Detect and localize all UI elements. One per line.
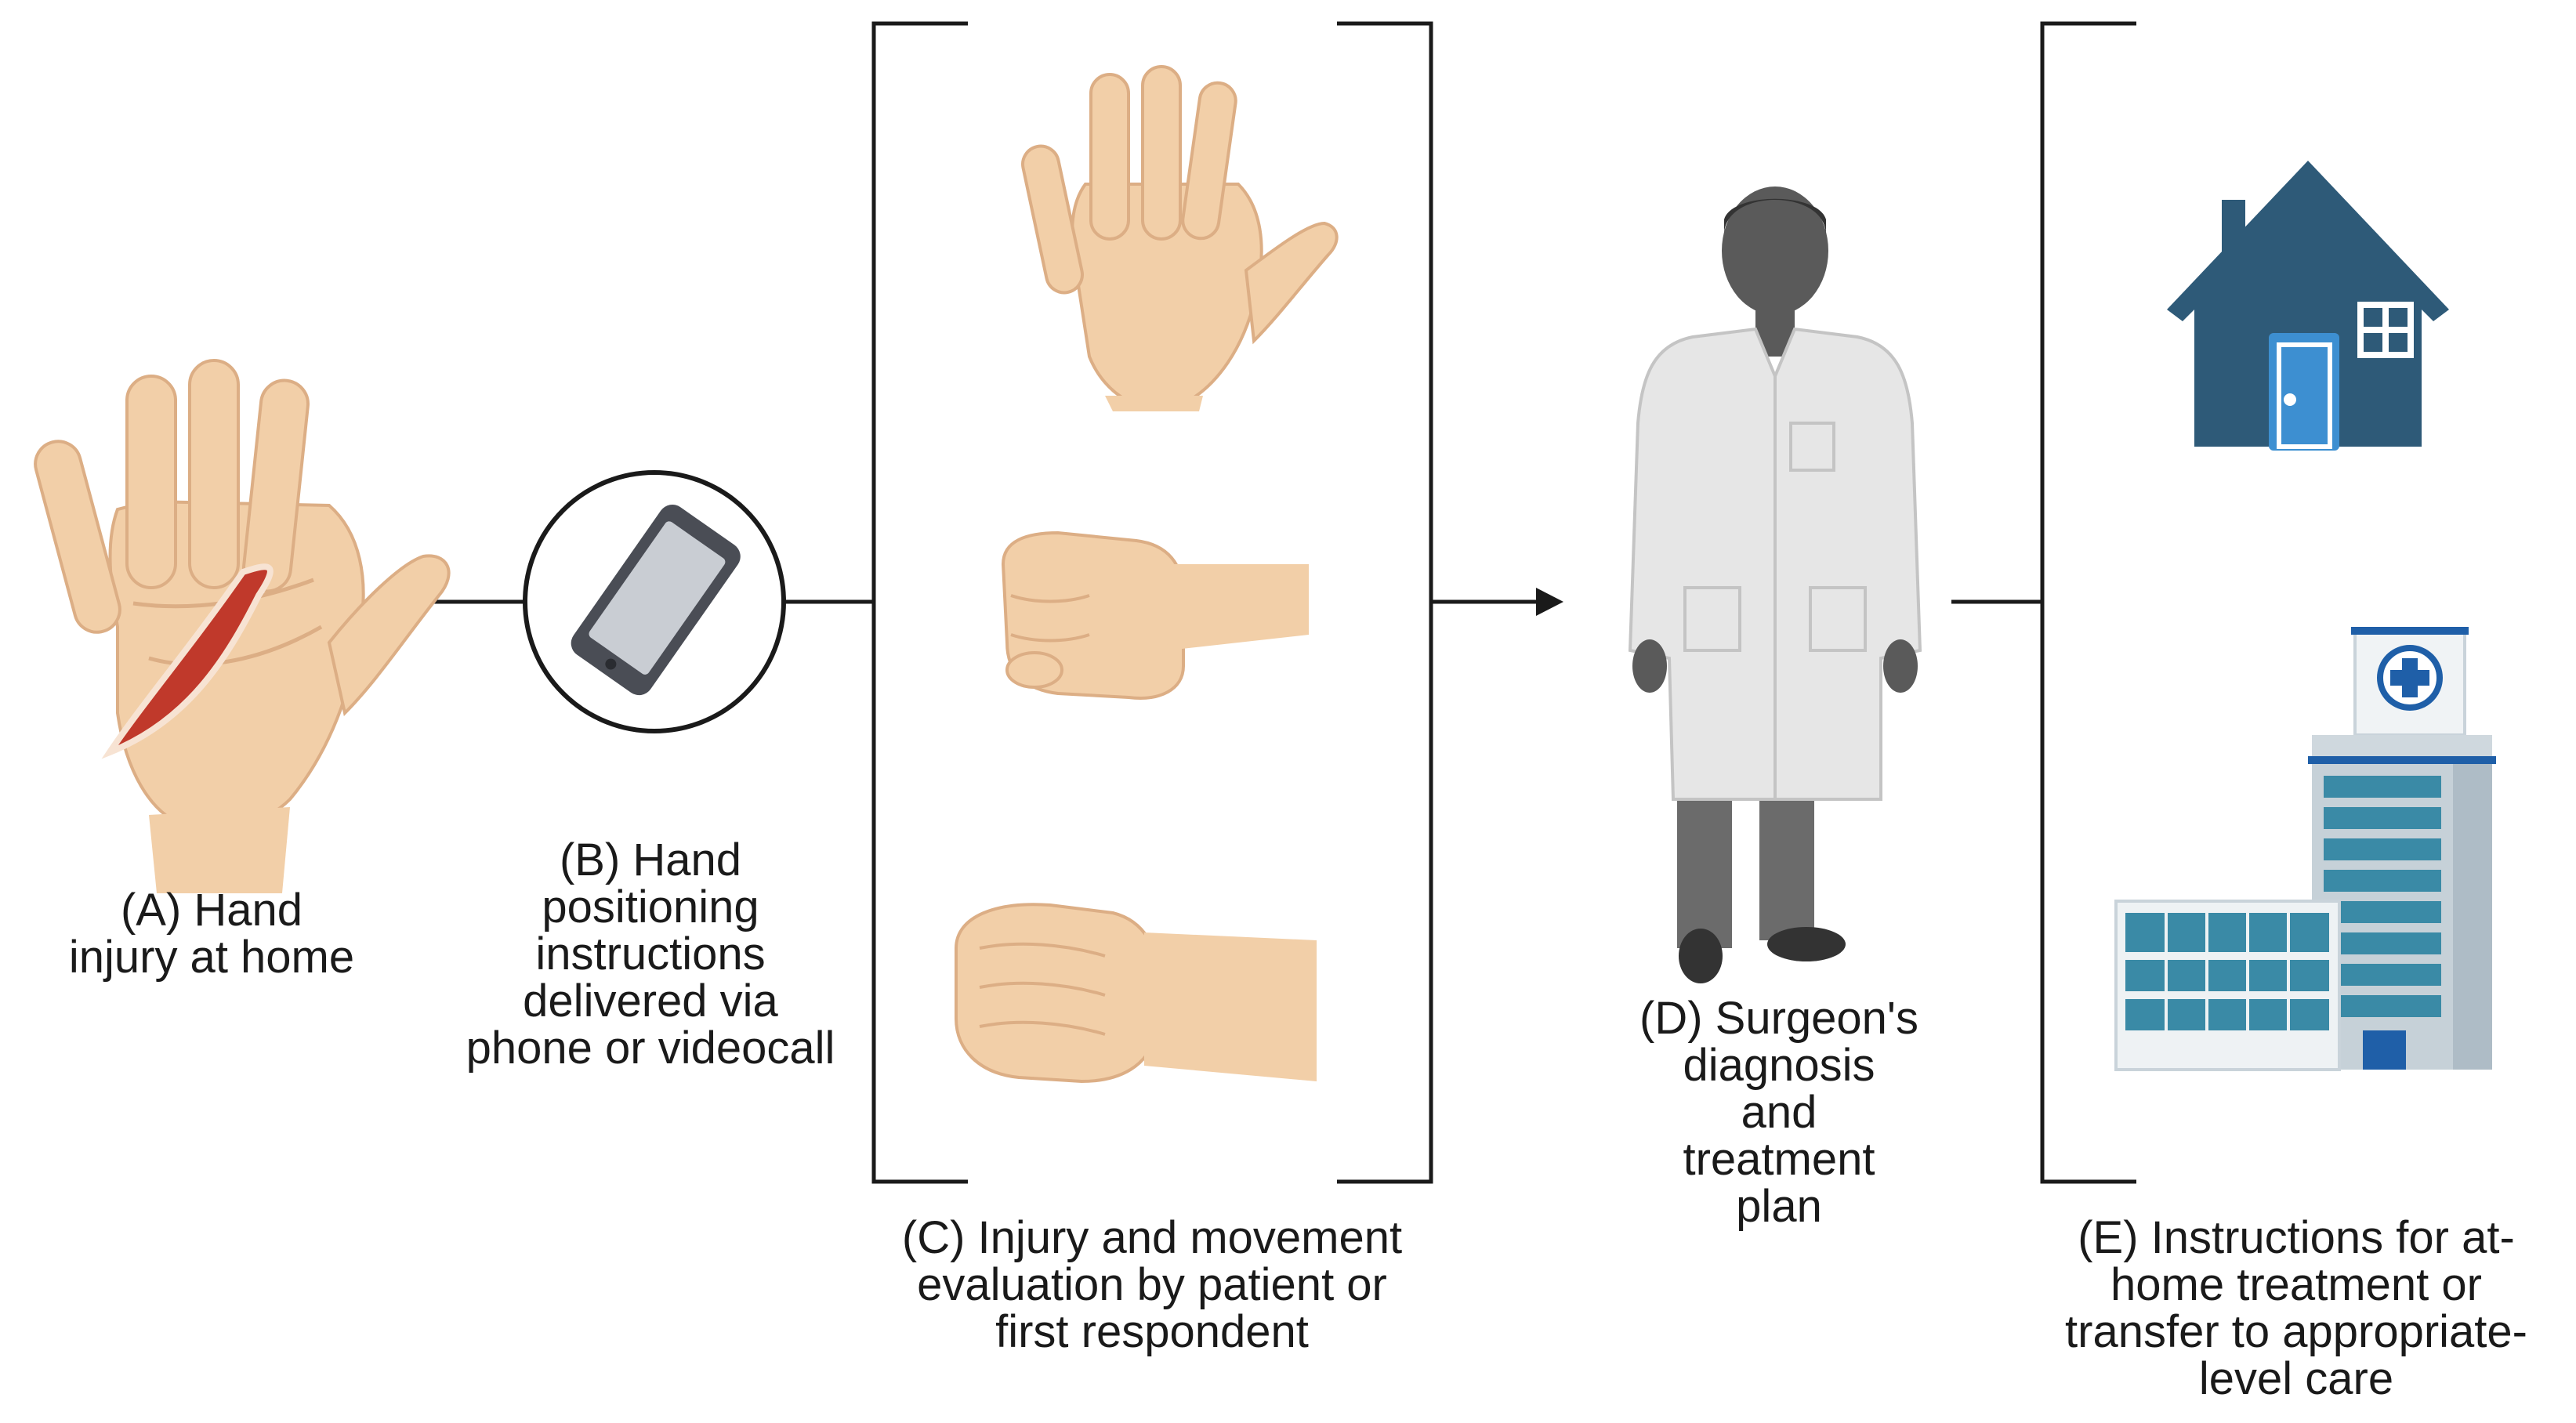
step-a-line-1: (A) Hand bbox=[120, 885, 303, 936]
bracket-e-left bbox=[2040, 21, 2136, 1184]
arrowhead-shape bbox=[1536, 588, 1563, 616]
house-icon bbox=[2167, 161, 2449, 451]
phone-circle bbox=[523, 470, 786, 733]
step-b-label: (B) Hand positioning instructions delive… bbox=[439, 837, 862, 1072]
step-b-line-4: delivered via bbox=[523, 976, 778, 1027]
step-b-line-2: positioning bbox=[542, 882, 759, 932]
fist-icon bbox=[955, 903, 1317, 1084]
open-hand-icon bbox=[1021, 65, 1339, 411]
step-e-line-1: (E) Instructions for at- bbox=[2078, 1212, 2515, 1263]
step-b-line-3: instructions bbox=[535, 929, 766, 979]
step-c-line-2: evaluation by patient or bbox=[917, 1259, 1387, 1310]
step-d-line-5: plan bbox=[1736, 1181, 1822, 1232]
hospital-icon bbox=[2114, 627, 2496, 1071]
step-c-line-1: (C) Injury and movement bbox=[901, 1212, 1403, 1263]
bracket-c-right bbox=[1337, 21, 1433, 1184]
step-a-label: (A) Hand injury at home bbox=[55, 887, 368, 981]
step-d-line-2: diagnosis bbox=[1683, 1040, 1875, 1091]
smartphone-icon bbox=[571, 504, 741, 696]
step-c-label: (C) Injury and movement evaluation by pa… bbox=[878, 1215, 1426, 1356]
surgeon-icon bbox=[1628, 186, 1922, 983]
injured-hand-icon bbox=[34, 359, 451, 893]
bracket-e bbox=[2040, 21, 2136, 1184]
bracket-c-left bbox=[871, 21, 968, 1184]
step-d-line-3: and bbox=[1741, 1087, 1817, 1138]
step-b-line-1: (B) Hand bbox=[559, 835, 742, 885]
step-d-line-4: treatment bbox=[1683, 1134, 1875, 1185]
step-c-line-3: first respondent bbox=[995, 1306, 1309, 1357]
step-a-line-2: injury at home bbox=[68, 932, 355, 983]
step-e-label: (E) Instructions for at- home treatment … bbox=[2038, 1215, 2555, 1403]
step-b-line-5: phone or videocall bbox=[466, 1023, 835, 1074]
wound-mark bbox=[101, 563, 274, 759]
step-e-line-2: home treatment or bbox=[2110, 1259, 2482, 1310]
step-d-label: (D) Surgeon's diagnosis and treatment pl… bbox=[1599, 995, 1959, 1230]
fist-side-icon bbox=[1001, 530, 1309, 700]
step-e-line-4: level care bbox=[2198, 1353, 2394, 1404]
connectors bbox=[415, 588, 2042, 616]
step-e-line-3: transfer to appropriate- bbox=[2065, 1306, 2527, 1357]
step-d-line-1: (D) Surgeon's bbox=[1639, 993, 1918, 1044]
bracket-c bbox=[871, 21, 1433, 1184]
